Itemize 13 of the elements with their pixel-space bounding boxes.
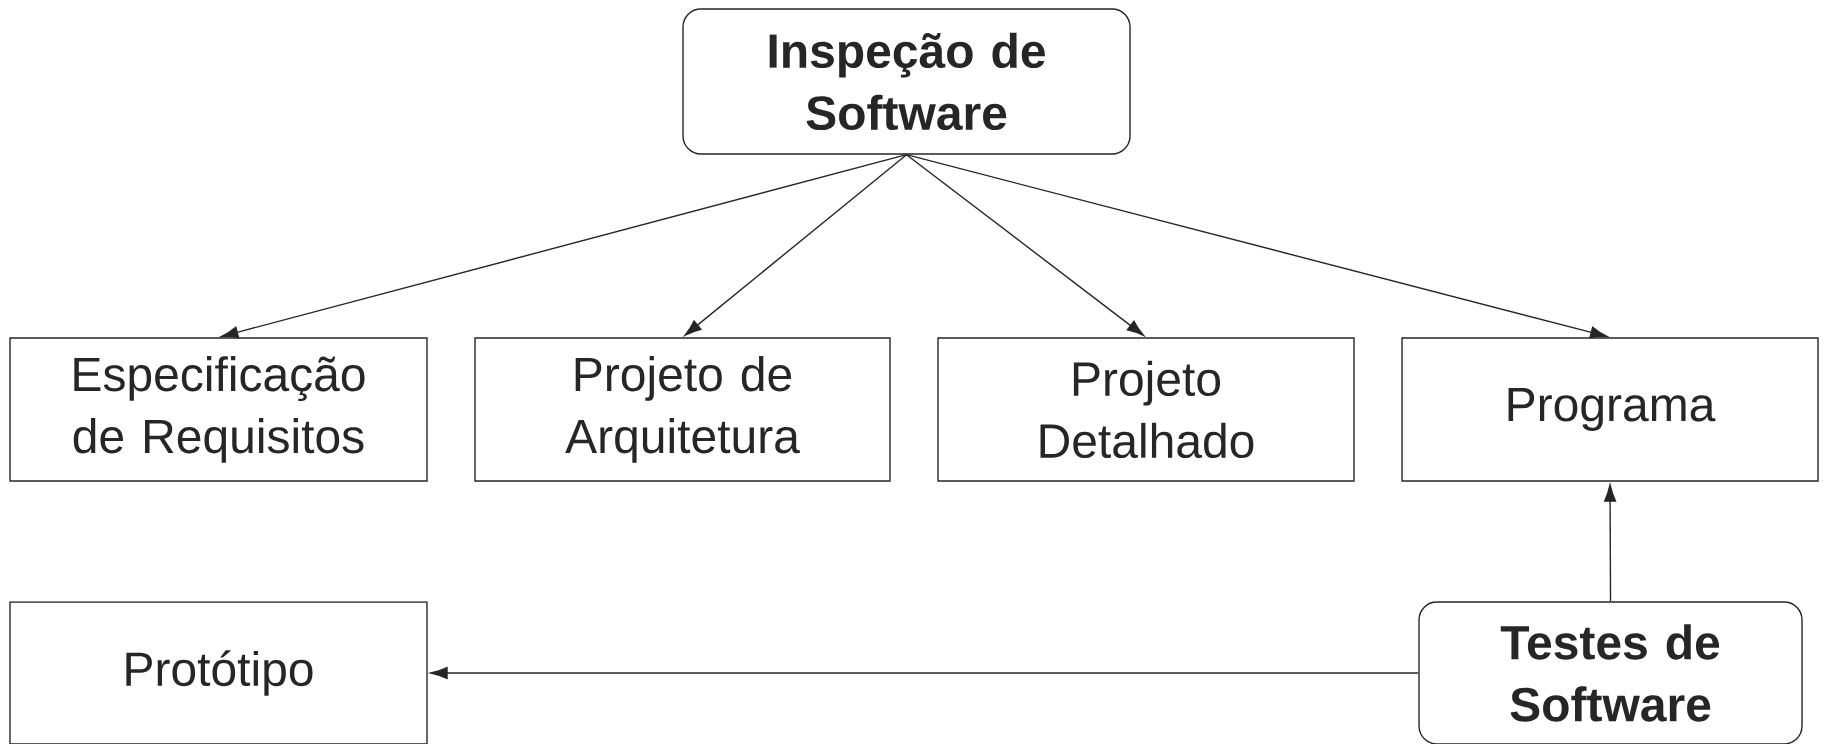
process-box: Especificação de Requisitos	[9, 337, 428, 482]
process-box: Programa	[1401, 337, 1819, 482]
arrow	[221, 154, 908, 339]
arrow	[430, 666, 1419, 680]
arrow	[1604, 484, 1617, 602]
arrow	[905, 154, 1145, 336]
process-box: Projeto de Arquitetura	[474, 337, 891, 482]
process-box: Protótipo	[9, 601, 428, 744]
arrow	[905, 154, 1608, 339]
rounded-box: Testes de Software	[1418, 601, 1803, 744]
arrow	[684, 154, 908, 336]
rounded-box: Inspeção de Software	[682, 8, 1131, 155]
process-box: Projeto Detalhado	[937, 337, 1355, 482]
